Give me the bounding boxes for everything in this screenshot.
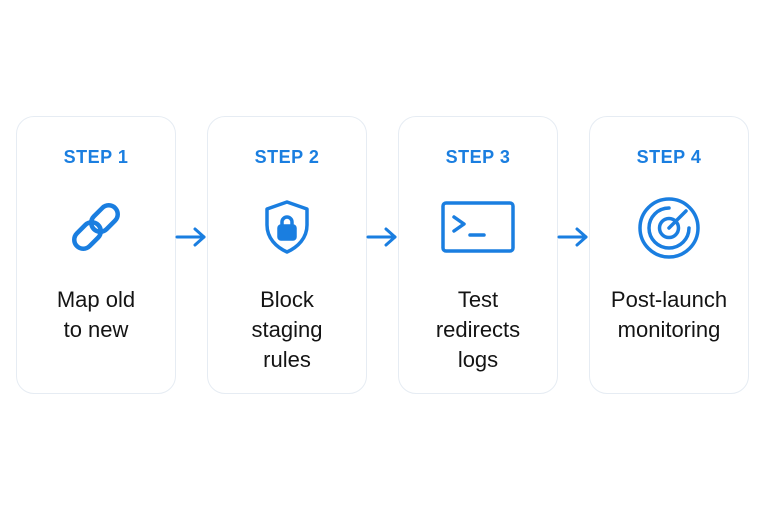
step-text-line: Map old [56, 287, 136, 312]
step-card-3: STEP 3 Test redirects logs [398, 116, 558, 394]
step-text-line: logs [457, 347, 499, 372]
step-number: STEP 3 [445, 147, 511, 167]
step-text-line: monitoring [617, 317, 721, 342]
arrow-right-icon [365, 225, 399, 249]
step-text: Post-launch monitoring [594, 285, 744, 345]
link-icon [66, 197, 126, 257]
step-card-1: STEP 1 Map old to new [16, 116, 176, 394]
step-text-line: Block [260, 287, 314, 312]
step-text-line: staging [251, 317, 323, 342]
step-text-line: redirects [435, 317, 521, 342]
step-card-4: STEP 4 Post-launch monitoring [589, 116, 749, 394]
step-text: Block staging rules [212, 285, 362, 375]
step-card-2: STEP 2 Block staging rules [207, 116, 367, 394]
shield-lock-icon [257, 197, 317, 257]
step-text-line: Test [457, 287, 499, 312]
step-text: Test redirects logs [403, 285, 553, 375]
step-number: STEP 1 [63, 147, 129, 167]
arrow-right-icon [174, 225, 208, 249]
radar-icon [636, 195, 702, 261]
step-text-line: Post-launch [610, 287, 728, 312]
step-text-line: rules [263, 347, 311, 372]
step-text-line: to new [63, 317, 129, 342]
terminal-icon [440, 197, 516, 257]
step-number: STEP 4 [636, 147, 702, 167]
step-number: STEP 2 [254, 147, 320, 167]
arrow-right-icon [556, 225, 590, 249]
step-text: Map old to new [21, 285, 171, 345]
